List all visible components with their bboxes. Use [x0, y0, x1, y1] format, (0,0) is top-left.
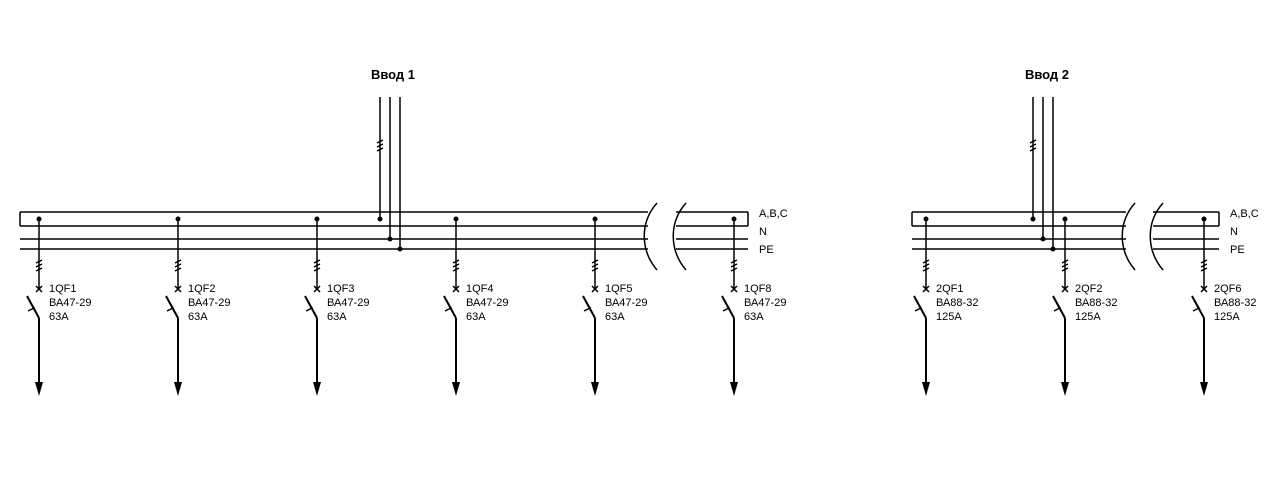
arrow-down-icon	[452, 382, 460, 396]
break-line-icon	[1149, 202, 1164, 271]
panel-1-title: Ввод 1	[371, 67, 415, 82]
breaker-latch-icon	[305, 301, 314, 312]
three-phase-mark-icon	[174, 259, 182, 272]
breaker-id: 1QF1	[49, 283, 77, 295]
breaker-cross-icon	[174, 285, 182, 293]
breaker-model: ВА88-32	[936, 297, 978, 309]
breaker-rating: 125A	[936, 311, 962, 323]
arrow-down-icon	[313, 382, 321, 396]
breaker-model: ВА47-29	[327, 297, 369, 309]
three-phase-mark-icon	[1029, 139, 1037, 152]
busbar-group-left	[911, 202, 1136, 271]
breaker-id: 1QF4	[466, 283, 494, 295]
breaker-rating: 63A	[188, 311, 208, 323]
three-phase-mark-icon	[730, 259, 738, 272]
break-line-icon	[643, 202, 658, 271]
breaker-cross-icon	[591, 285, 599, 293]
breaker-id: 2QF1	[936, 283, 964, 295]
breaker-latch-icon	[1192, 301, 1201, 312]
three-phase-mark-icon	[1200, 259, 1208, 272]
three-phase-mark-icon	[1061, 259, 1069, 272]
breaker-model: ВА88-32	[1214, 297, 1256, 309]
arrow-down-icon	[35, 382, 43, 396]
bus-label-pe: PE	[759, 244, 774, 256]
breaker-model: ВА47-29	[605, 297, 647, 309]
breaker-latch-icon	[27, 301, 36, 312]
panel-1: Ввод 1 A,B,C N PE 1QF	[19, 67, 788, 396]
bus-label-neutral: N	[1230, 226, 1238, 238]
breaker-rating: 63A	[327, 311, 347, 323]
bus-label-neutral: N	[759, 226, 767, 238]
breaker-cross-icon	[1200, 285, 1208, 293]
breaker-id: 1QF8	[744, 283, 772, 295]
three-phase-mark-icon	[922, 259, 930, 272]
busbar-group-right	[1149, 202, 1220, 271]
break-line-icon	[1121, 202, 1136, 271]
busbar-group-left	[19, 202, 658, 271]
breaker-model: ВА47-29	[744, 297, 786, 309]
arrow-down-icon	[1061, 382, 1069, 396]
three-phase-mark-icon	[591, 259, 599, 272]
breaker-latch-icon	[1053, 301, 1062, 312]
breaker-rating: 63A	[744, 311, 764, 323]
breaker-model: ВА47-29	[466, 297, 508, 309]
breaker-latch-icon	[583, 301, 592, 312]
breaker-latch-icon	[444, 301, 453, 312]
breaker-rating: 125A	[1075, 311, 1101, 323]
breaker-rating: 125A	[1214, 311, 1240, 323]
three-phase-mark-icon	[452, 259, 460, 272]
bus-label-phases: A,B,C	[759, 208, 788, 220]
breaker-latch-icon	[722, 301, 731, 312]
breaker-model: ВА47-29	[49, 297, 91, 309]
breaker-cross-icon	[1061, 285, 1069, 293]
arrow-down-icon	[922, 382, 930, 396]
breaker-latch-icon	[914, 301, 923, 312]
arrow-down-icon	[174, 382, 182, 396]
junction-dot	[377, 216, 383, 222]
three-phase-mark-icon	[313, 259, 321, 272]
busbar-group-right	[672, 202, 749, 271]
breaker-id: 1QF5	[605, 283, 633, 295]
panel-2: Ввод 2 A,B,C N PE 2QF1ВА88-32125A2QF2ВА8…	[911, 67, 1259, 396]
feeder-group-2: 2QF1ВА88-32125A2QF2ВА88-32125A2QF6ВА88-3…	[913, 216, 1256, 396]
three-phase-mark-icon	[376, 139, 384, 152]
breaker-id: 1QF3	[327, 283, 355, 295]
bus-label-pe: PE	[1230, 244, 1245, 256]
breaker-cross-icon	[35, 285, 43, 293]
break-line-icon	[672, 202, 687, 271]
breaker-cross-icon	[730, 285, 738, 293]
breaker-model: ВА88-32	[1075, 297, 1117, 309]
breaker-id: 1QF2	[188, 283, 216, 295]
breaker-rating: 63A	[49, 311, 69, 323]
arrow-down-icon	[591, 382, 599, 396]
bus-label-phases: A,B,C	[1230, 208, 1259, 220]
breaker-cross-icon	[452, 285, 460, 293]
breaker-model: ВА47-29	[188, 297, 230, 309]
arrow-down-icon	[730, 382, 738, 396]
breaker-latch-icon	[166, 301, 175, 312]
panel-2-title: Ввод 2	[1025, 67, 1069, 82]
breaker-id: 2QF6	[1214, 283, 1242, 295]
breaker-rating: 63A	[466, 311, 486, 323]
breaker-cross-icon	[313, 285, 321, 293]
breaker-rating: 63A	[605, 311, 625, 323]
three-phase-mark-icon	[35, 259, 43, 272]
breaker-id: 2QF2	[1075, 283, 1103, 295]
junction-dot	[1030, 216, 1036, 222]
breaker-cross-icon	[922, 285, 930, 293]
arrow-down-icon	[1200, 382, 1208, 396]
